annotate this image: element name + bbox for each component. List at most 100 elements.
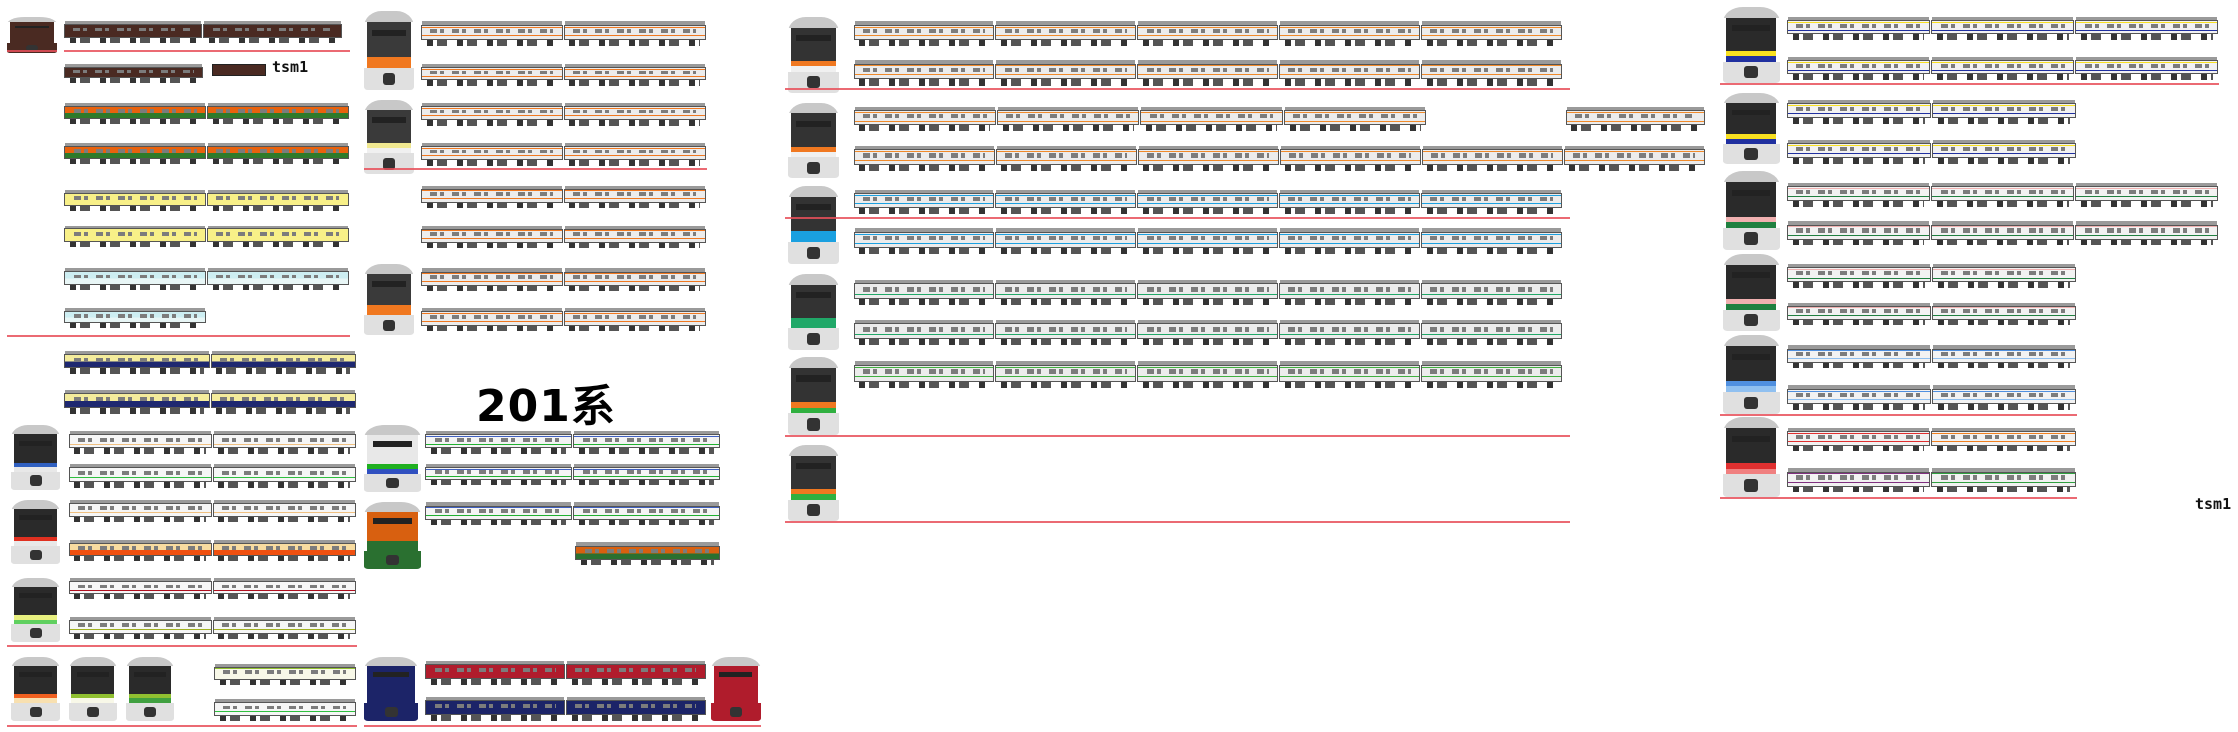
car-body [2075,20,2219,35]
car-bogies [74,555,206,561]
car-roof [854,189,994,194]
car-bogies [1426,381,1557,389]
train-car [996,107,1140,132]
front-window [1732,25,1771,31]
car-stripe-upper [1284,112,1426,114]
car-bogies [1002,125,1134,132]
coupler [26,44,39,51]
car-stripe-upper [854,233,994,235]
front-band [790,494,837,500]
car-bogies [218,633,351,640]
front-band [367,693,415,699]
car-stripe-upper [422,107,562,109]
car-bogies [1792,403,1926,410]
car-stripe-lower [1422,34,1561,36]
car-stripe-upper [1566,112,1704,114]
car-windows [434,668,556,673]
car-roof [566,660,705,665]
car-stripe-lower [997,120,1139,122]
car-stripe-upper [564,68,705,70]
car-windows [73,314,197,318]
car-body [995,193,1137,209]
car-stripe-upper [1422,195,1561,197]
car-body [64,105,206,119]
car-windows [73,27,194,32]
car-roof [1932,139,2075,144]
car-windows [575,668,697,673]
front-face [367,511,418,542]
car-body [1279,231,1420,248]
car-body [1931,267,2076,283]
car-windows [1004,369,1127,374]
coupler [807,76,820,89]
car-body [206,105,349,119]
front-roof [11,425,60,435]
car-stripe-lower [1932,358,2075,359]
car-bogies [69,206,201,212]
train-car [421,225,563,249]
car-bogies [431,519,567,526]
car-body [68,619,212,634]
car-windows [216,196,340,200]
train-car [1421,319,1562,346]
car-bogies [859,79,989,86]
car-body [563,24,706,40]
front-roof [68,656,118,666]
car-windows [73,149,197,153]
car-roof [996,361,1136,365]
car-stripe-lower [1932,234,2074,236]
car-roof [854,319,994,324]
car-windows [212,27,333,32]
car-roof [215,699,355,703]
car-body [1931,143,2076,159]
front-window [796,120,831,127]
car-stripe-lower [564,198,705,199]
car-windows [1940,228,2065,233]
car-windows [1940,63,2065,68]
car-stripe-lower [1787,113,1930,115]
front-face [366,274,411,306]
train-car [1786,302,1931,326]
car-stripe-lower [1932,440,2075,442]
coupler [385,554,400,566]
front-roof [11,656,60,666]
front-roof [11,578,60,588]
car-body [1786,103,1931,119]
car-windows [2084,189,2209,195]
car-stripe-upper [1787,105,1930,107]
front-band [790,236,837,243]
car-windows [573,232,697,237]
train-car [1786,468,1931,493]
car-stripe-lower [574,443,719,445]
train-front [787,17,840,93]
train-car [64,225,206,247]
car-body [1786,186,1931,202]
car-bogies [426,285,558,292]
train-car [1421,228,1562,255]
car-bogies [74,516,206,523]
car-windows [1796,352,1922,357]
car-roof [1280,319,1419,324]
front-band [10,40,55,43]
front-band [366,305,411,311]
train-car [206,268,349,290]
coupler [382,72,395,86]
car-windows [73,274,197,279]
car-windows [2084,228,2209,233]
car-roof [564,64,705,68]
rail-line [785,216,1570,219]
front-band [14,541,58,546]
train-car [1786,221,1931,246]
car-windows [222,437,347,442]
train-car [1421,189,1562,215]
front-face [128,665,172,694]
car-roof [574,463,719,467]
car-roof [1280,189,1419,194]
car-windows [430,315,554,319]
car-roof [1422,228,1561,232]
car-body [421,311,563,326]
front-window [796,375,831,382]
car-roof [213,499,355,503]
car-windows [1796,392,1922,397]
car-windows [582,509,711,514]
